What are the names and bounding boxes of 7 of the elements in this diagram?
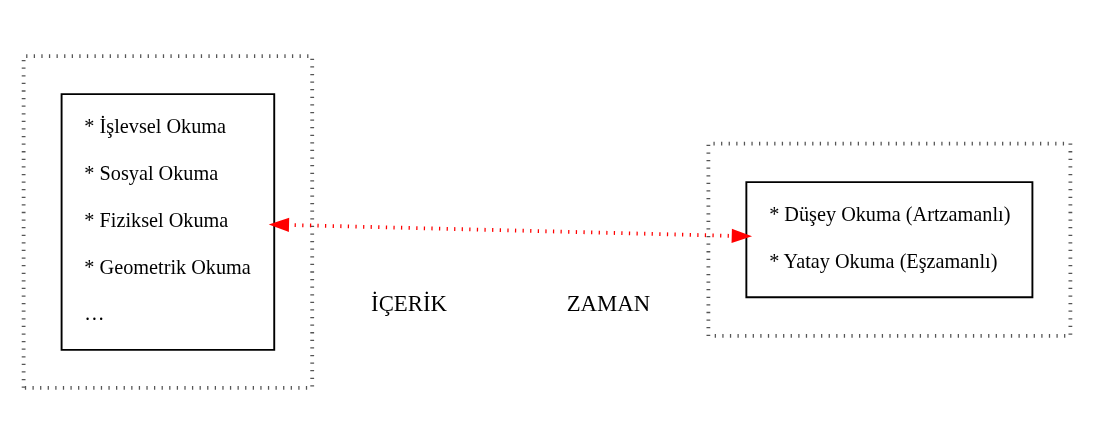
label: ZAMAN bbox=[566, 291, 651, 317]
node-box: * İşlevsel Okuma * Sosyal Okuma * Fiziksel Okuma * Geometrik Okuma … bbox=[60, 93, 276, 351]
node-box: * Düşey Okuma (Artzamanlı) * Yatay Okuma (Eşzamanlı) bbox=[745, 181, 1034, 299]
arrow bbox=[268, 217, 753, 243]
cluster bbox=[706, 141, 1073, 338]
label: İÇERİK bbox=[371, 291, 447, 317]
cluster bbox=[21, 54, 315, 390]
